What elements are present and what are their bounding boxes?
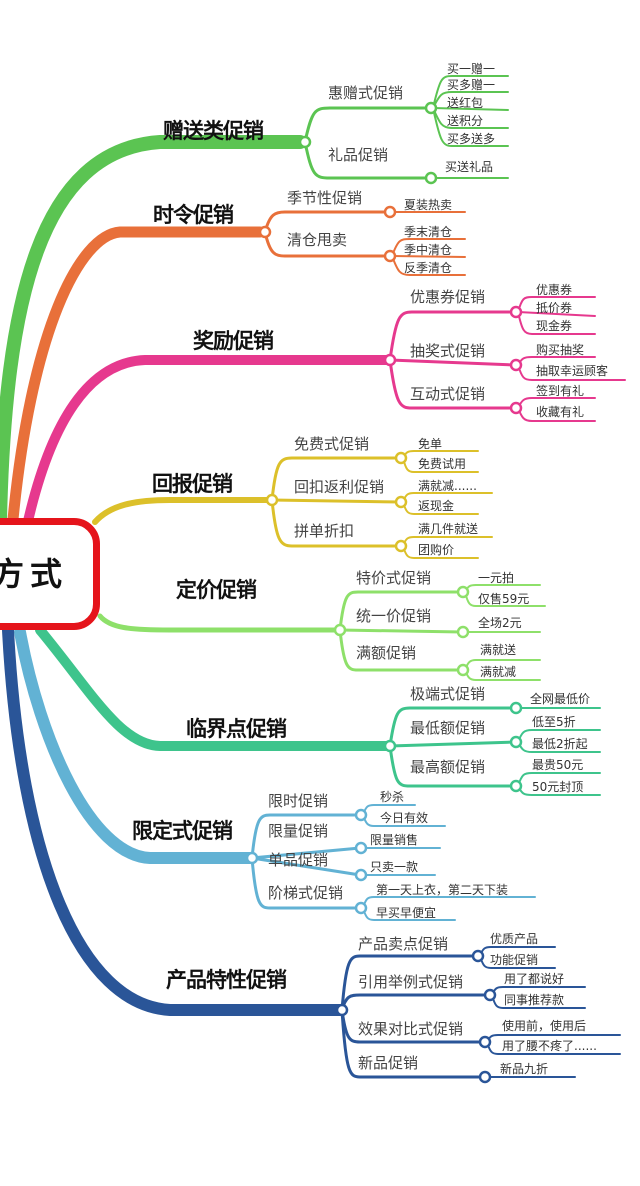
sub-node: 阶梯式促销 — [268, 884, 344, 902]
leaf-node: 低至5折 — [532, 715, 576, 729]
leaf-node: 满就减 — [480, 665, 517, 679]
leaf-node: 反季清仓 — [404, 261, 453, 275]
leaf-node: 购买抽奖 — [536, 343, 585, 357]
leaf-node: 免费试用 — [418, 457, 467, 471]
branch-product: 产品特性促销 — [166, 968, 287, 992]
leaf-node: 买一赠一 — [447, 62, 496, 76]
sub-node: 优惠券促销 — [410, 288, 486, 306]
leaf-node: 同事推荐款 — [504, 993, 565, 1007]
sub-node: 产品卖点促销 — [358, 935, 449, 953]
center-node-label: 方式 — [0, 555, 69, 593]
sub-node: 免费式促销 — [294, 435, 370, 453]
branch-threshold: 临界点促销 — [186, 717, 287, 741]
sub-node: 新品促销 — [358, 1054, 419, 1072]
sub-node: 拼单折扣 — [294, 522, 355, 540]
leaf-node: 用了腰不疼了...... — [502, 1039, 597, 1053]
sub-node: 限时促销 — [268, 792, 329, 810]
leaf-node: 签到有礼 — [536, 384, 585, 398]
leaf-node: 买多送多 — [447, 132, 496, 146]
leaf-node: 季中清仓 — [404, 243, 453, 257]
branch-cashback: 回报促销 — [152, 472, 233, 496]
sub-node: 特价式促销 — [356, 569, 432, 587]
branch-reward: 奖励促销 — [193, 329, 274, 353]
leaf-node: 买送礼品 — [445, 160, 494, 174]
leaf-node: 夏装热卖 — [404, 198, 453, 212]
sub-node: 限量促销 — [268, 822, 329, 840]
leaf-node: 买多赠一 — [447, 78, 496, 92]
leaf-node: 一元拍 — [478, 571, 515, 585]
sub-node: 引用举例式促销 — [358, 973, 464, 991]
leaf-node: 只卖一款 — [370, 860, 419, 874]
sub-node: 回扣返利促销 — [294, 478, 385, 496]
leaf-node: 秒杀 — [380, 790, 405, 804]
leaf-node: 全网最低价 — [530, 692, 591, 706]
sub-node: 极端式促销 — [410, 685, 486, 703]
sub-node: 单品促销 — [268, 851, 329, 869]
leaf-node: 最贵50元 — [532, 758, 584, 772]
leaf-node: 满几件就送 — [418, 522, 479, 536]
leaf-node: 最低2折起 — [532, 737, 588, 751]
leaf-node: 第一天上衣，第二天下装 — [376, 883, 509, 897]
leaf-node: 限量销售 — [370, 833, 419, 847]
branch-limited: 限定式促销 — [132, 819, 233, 843]
leaf-node: 现金券 — [536, 319, 573, 333]
leaf-node: 仅售59元 — [478, 592, 530, 606]
leaf-node: 满就送 — [480, 643, 517, 657]
leaf-node: 返现金 — [418, 499, 455, 513]
sub-node: 效果对比式促销 — [358, 1020, 464, 1038]
leaf-node: 抵价券 — [536, 301, 573, 315]
leaf-node: 50元封顶 — [532, 780, 584, 794]
sub-node: 礼品促销 — [328, 146, 389, 164]
sub-node: 季节性促销 — [287, 189, 363, 207]
sub-node: 最高额促销 — [410, 758, 486, 776]
leaf-node: 全场2元 — [478, 616, 522, 630]
leaf-node: 送积分 — [447, 114, 484, 128]
leaf-node: 抽取幸运顾客 — [536, 364, 609, 378]
leaf-node: 用了都说好 — [504, 972, 565, 986]
leaf-node: 满就减...... — [418, 479, 477, 493]
sub-node: 抽奖式促销 — [410, 342, 486, 360]
leaf-node: 季末清仓 — [404, 225, 453, 239]
leaf-node: 新品九折 — [500, 1062, 549, 1076]
sub-node: 互动式促销 — [410, 385, 486, 403]
leaf-node: 收藏有礼 — [536, 405, 585, 419]
leaf-node: 免单 — [418, 437, 443, 451]
sub-node: 清仓甩卖 — [287, 231, 348, 249]
leaf-node: 团购价 — [418, 543, 455, 557]
leaf-node: 优质产品 — [490, 932, 539, 946]
leaf-node: 今日有效 — [380, 811, 429, 825]
leaf-node: 送红包 — [447, 96, 484, 110]
leaf-node: 优惠券 — [536, 283, 573, 297]
leaf-node: 功能促销 — [490, 953, 539, 967]
branch-pricing: 定价促销 — [176, 578, 257, 602]
sub-node: 统一价促销 — [356, 607, 432, 625]
center-node — [0, 518, 100, 630]
branch-gift: 赠送类促销 — [163, 119, 264, 143]
leaf-node: 使用前，使用后 — [502, 1019, 587, 1033]
sub-node: 最低额促销 — [410, 719, 486, 737]
sub-node: 惠赠式促销 — [328, 84, 404, 102]
sub-node: 满额促销 — [356, 644, 417, 662]
leaf-node: 早买早便宜 — [376, 906, 437, 920]
branch-seasonal: 时令促销 — [153, 203, 234, 227]
